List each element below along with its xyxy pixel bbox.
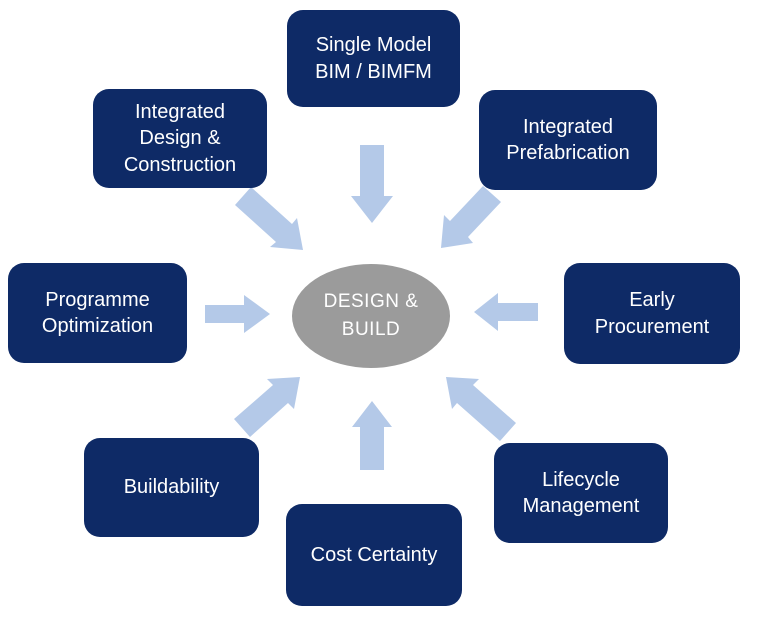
node-label-line: Design & bbox=[139, 127, 221, 150]
arrow-single-model-to-center bbox=[351, 145, 393, 223]
node-label-line: Construction bbox=[123, 153, 237, 176]
node-label-line: Buildability bbox=[123, 476, 220, 499]
node-early-procurement: Early Procurement bbox=[564, 263, 740, 364]
center-label-line: DESIGN & bbox=[323, 291, 419, 313]
node-programme-optimization: Programme Optimization bbox=[8, 263, 187, 363]
node-integrated-design-construction: Integrated Design & Construction bbox=[93, 89, 267, 188]
arrow-buildability-to-center bbox=[234, 377, 300, 437]
node-label-line: Integrated bbox=[134, 100, 226, 123]
center-label-line: BUILD bbox=[341, 319, 401, 340]
arrow-early-procurement-to-center bbox=[474, 293, 538, 331]
node-label-line: Prefabrication bbox=[506, 142, 630, 164]
arrow-lifecycle-to-center bbox=[446, 377, 516, 441]
node-label-line: Lifecycle bbox=[542, 468, 620, 491]
node-label-line: Cost Certainty bbox=[310, 543, 438, 566]
node-single-model-bim-bimfm: Single Model BIM / BIMFM bbox=[287, 10, 460, 107]
arrow-integrated-prefab-to-center bbox=[441, 186, 501, 248]
node-label-line: Management bbox=[522, 495, 640, 517]
arrow-cost-certainty-to-center bbox=[352, 401, 392, 470]
node-label-line: Integrated bbox=[522, 115, 614, 138]
node-label-line: Optimization bbox=[41, 315, 154, 337]
arrow-integrated-design-to-center bbox=[235, 187, 303, 250]
node-label-line: BIM / BIMFM bbox=[315, 60, 432, 83]
node-label-line: Programme bbox=[45, 288, 150, 311]
node-buildability: Buildability bbox=[84, 438, 259, 537]
node-label-line: Single Model bbox=[315, 34, 432, 57]
node-label-line: Procurement bbox=[594, 315, 710, 338]
node-lifecycle-management: Lifecycle Management bbox=[494, 443, 668, 543]
center-node-design-build: DESIGN & BUILD bbox=[292, 264, 450, 368]
arrow-programme-to-center bbox=[205, 295, 270, 333]
node-integrated-prefabrication: Integrated Prefabrication bbox=[479, 90, 657, 190]
node-cost-certainty: Cost Certainty bbox=[286, 504, 462, 606]
node-label-line: Early bbox=[629, 289, 675, 312]
